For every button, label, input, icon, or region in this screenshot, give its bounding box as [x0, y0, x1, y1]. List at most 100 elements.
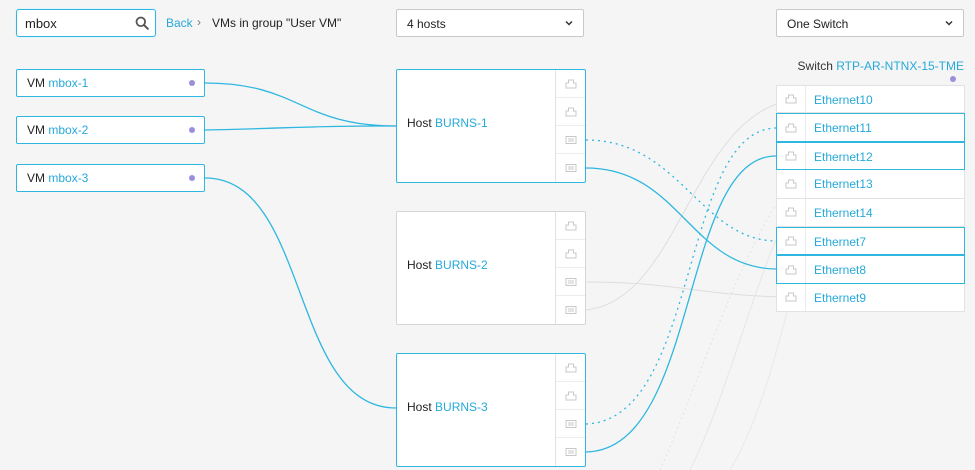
host-label: Host: [407, 400, 432, 414]
switch-port-row[interactable]: Ethernet7: [776, 226, 965, 256]
switch-port-row[interactable]: Ethernet8: [776, 255, 965, 284]
host-label: Host: [407, 116, 432, 130]
breadcrumb-title: VMs in group "User VM": [212, 16, 342, 30]
host-port[interactable]: [556, 296, 585, 324]
vm-label: VM: [27, 123, 45, 137]
host-label: Host: [407, 258, 432, 272]
network-port-icon: [565, 391, 576, 400]
wire-host3-eth12: [585, 155, 777, 453]
host-node-burns-1[interactable]: Host BURNS-1: [396, 69, 586, 183]
vm-label: VM: [27, 76, 45, 90]
switch-label: Switch: [797, 59, 833, 73]
switch-port-row[interactable]: Ethernet14: [776, 198, 965, 227]
nic-icon: [565, 448, 576, 456]
network-port-icon: [785, 123, 797, 133]
status-dot: [189, 80, 195, 86]
host-port[interactable]: [556, 212, 585, 240]
vm-link[interactable]: mbox-2: [48, 123, 89, 137]
search-field[interactable]: [16, 9, 156, 37]
wire-inactive: [729, 299, 791, 470]
switch-port-row[interactable]: Ethernet10: [776, 85, 965, 114]
wire-host1-eth7: [585, 139, 777, 242]
host-link[interactable]: BURNS-2: [435, 258, 488, 272]
host-port[interactable]: [556, 354, 585, 382]
switch-port-name[interactable]: Ethernet14: [814, 205, 873, 220]
network-port-icon: [565, 221, 576, 230]
wire-host3-eth11: [585, 127, 777, 425]
wire-inactive: [659, 183, 791, 470]
switch-port-name[interactable]: Ethernet13: [814, 177, 873, 192]
wire-inactive: [585, 281, 791, 298]
switch-port-name[interactable]: Ethernet12: [814, 149, 873, 164]
host-node-burns-3[interactable]: Host BURNS-3: [396, 353, 586, 467]
switch-port-row[interactable]: Ethernet12: [776, 141, 965, 171]
chevron-down-icon: [945, 20, 953, 26]
network-port-icon: [565, 249, 576, 258]
switch-filter-dropdown[interactable]: One Switch: [776, 9, 964, 37]
host-port-column: [555, 212, 585, 324]
hosts-filter-dropdown[interactable]: 4 hosts: [396, 9, 584, 37]
host-port[interactable]: [556, 98, 585, 126]
wire-vm3-host3: [204, 177, 397, 409]
hosts-filter-value: 4 hosts: [407, 17, 446, 31]
vm-link[interactable]: mbox-3: [48, 171, 89, 185]
nic-icon: [565, 164, 576, 172]
nic-icon: [565, 277, 576, 286]
vm-node-mbox-1[interactable]: VM mbox-1: [16, 69, 205, 97]
switch-port-name[interactable]: Ethernet11: [814, 121, 872, 136]
chevron-down-icon: [565, 20, 573, 26]
network-port-icon: [785, 236, 797, 246]
nic-icon: [565, 419, 576, 428]
wire-inactive: [585, 99, 791, 311]
network-port-icon: [785, 179, 797, 189]
switch-title: Switch RTP-AR-NTNX-15-TME: [798, 59, 964, 73]
network-port-icon: [785, 265, 797, 275]
wire-inactive: [689, 211, 791, 470]
wire-vm2-host1: [204, 125, 397, 131]
network-port-icon: [785, 94, 797, 104]
host-port[interactable]: [556, 382, 585, 410]
host-node-burns-2[interactable]: Host BURNS-2: [396, 211, 586, 325]
vm-link[interactable]: mbox-1: [48, 76, 89, 90]
switch-filter-value: One Switch: [787, 17, 849, 31]
host-port[interactable]: [556, 240, 585, 268]
host-port-column: [555, 354, 585, 466]
switch-port-name[interactable]: Ethernet7: [814, 234, 867, 249]
vm-node-mbox-2[interactable]: VM mbox-2: [16, 116, 205, 144]
status-dot: [189, 175, 195, 181]
switch-port-name[interactable]: Ethernet8: [814, 263, 867, 278]
network-port-icon: [785, 292, 797, 302]
host-link[interactable]: BURNS-3: [435, 400, 488, 414]
host-link[interactable]: BURNS-1: [435, 116, 488, 130]
status-dot: [950, 76, 956, 82]
network-port-icon: [785, 151, 797, 161]
switch-link[interactable]: RTP-AR-NTNX-15-TME: [836, 59, 964, 73]
back-link[interactable]: Back: [166, 16, 193, 30]
host-port[interactable]: [556, 268, 585, 296]
switch-port-row[interactable]: Ethernet13: [776, 170, 965, 199]
switch-port-row[interactable]: Ethernet11: [776, 113, 965, 142]
network-port-icon: [785, 207, 797, 217]
network-port-icon: [565, 363, 576, 372]
switch-port-name[interactable]: Ethernet10: [814, 93, 873, 107]
wire-host1-eth8: [585, 167, 777, 270]
vm-node-mbox-3[interactable]: VM mbox-3: [16, 164, 205, 192]
network-port-icon: [565, 107, 576, 116]
breadcrumb-separator: ›: [197, 15, 201, 29]
network-port-icon: [565, 79, 576, 88]
search-input[interactable]: [25, 14, 135, 32]
host-port[interactable]: [556, 126, 585, 154]
nic-icon: [565, 306, 576, 314]
host-port[interactable]: [556, 70, 585, 98]
host-port[interactable]: [556, 410, 585, 438]
nic-icon: [565, 135, 576, 144]
switch-port-row[interactable]: Ethernet9: [776, 283, 965, 313]
host-port[interactable]: [556, 154, 585, 182]
host-port[interactable]: [556, 438, 585, 466]
switch-port-name[interactable]: Ethernet9: [814, 290, 867, 305]
wire-vm1-host1: [204, 82, 397, 127]
vm-label: VM: [27, 171, 45, 185]
search-icon[interactable]: [135, 16, 149, 30]
switch-port-list: Ethernet10 Ethernet11 Ethernet12 Etherne…: [776, 85, 965, 313]
